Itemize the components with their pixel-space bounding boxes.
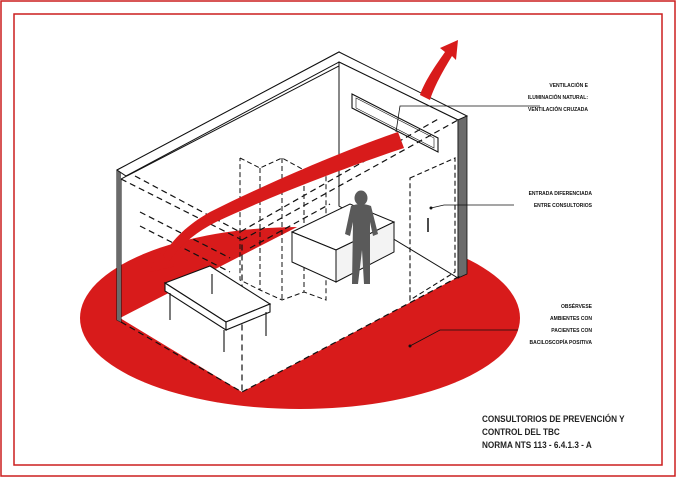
leader-dot-zone [408, 344, 412, 348]
callout-ventilation: VENTILACIÓN E ILUMINACIÓN NATURAL: VENTI… [520, 77, 588, 119]
right-wall-edge [457, 115, 468, 279]
callout-isolation-line4: BACILOSCOPÍA POSITIVA [529, 340, 592, 346]
callout-ventilation-line2: ILUMINACIÓN NATURAL: [527, 95, 588, 101]
ventilation-arrow-icon [150, 40, 458, 272]
person-figure-icon [345, 190, 378, 284]
high-window-inner [355, 97, 435, 149]
leader-lines [395, 105, 540, 347]
title-line-1: CONSULTORIOS DE PREVENCIÓN Y [482, 414, 625, 425]
callout-isolation: OBSÉRVESE AMBIENTES CON PACIENTES CON BA… [520, 298, 592, 352]
callout-ventilation-line3: VENTILACIÓN CRUZADA [528, 107, 588, 113]
exam-bed-icon [163, 265, 272, 352]
title-line-2: CONTROL DEL TBC [482, 427, 560, 438]
callout-entrance-line2: ENTRE CONSULTORIOS [533, 203, 592, 209]
callout-isolation-line2: AMBIENTES CON [550, 316, 592, 322]
callout-ventilation-line1: VENTILACIÓN E [549, 83, 588, 89]
left-wall-edge [117, 170, 121, 322]
title-line-3: NORMA NTS 113 - 6.4.1.3 - A [482, 440, 592, 451]
inner-frame [13, 13, 663, 466]
callout-isolation-line3: PACIENTES CON [551, 328, 592, 334]
leader-dot-door [429, 206, 433, 210]
door-frame [409, 157, 456, 301]
callout-entrance: ENTRADA DIFERENCIADA ENTRE CONSULTORIOS [516, 185, 592, 215]
high-window [351, 93, 439, 153]
callout-isolation-line1: OBSÉRVESE [560, 304, 592, 310]
callout-entrance-line1: ENTRADA DIFERENCIADA [528, 191, 592, 197]
title-block: CONSULTORIOS DE PREVENCIÓN Y CONTROL DEL… [482, 413, 648, 452]
